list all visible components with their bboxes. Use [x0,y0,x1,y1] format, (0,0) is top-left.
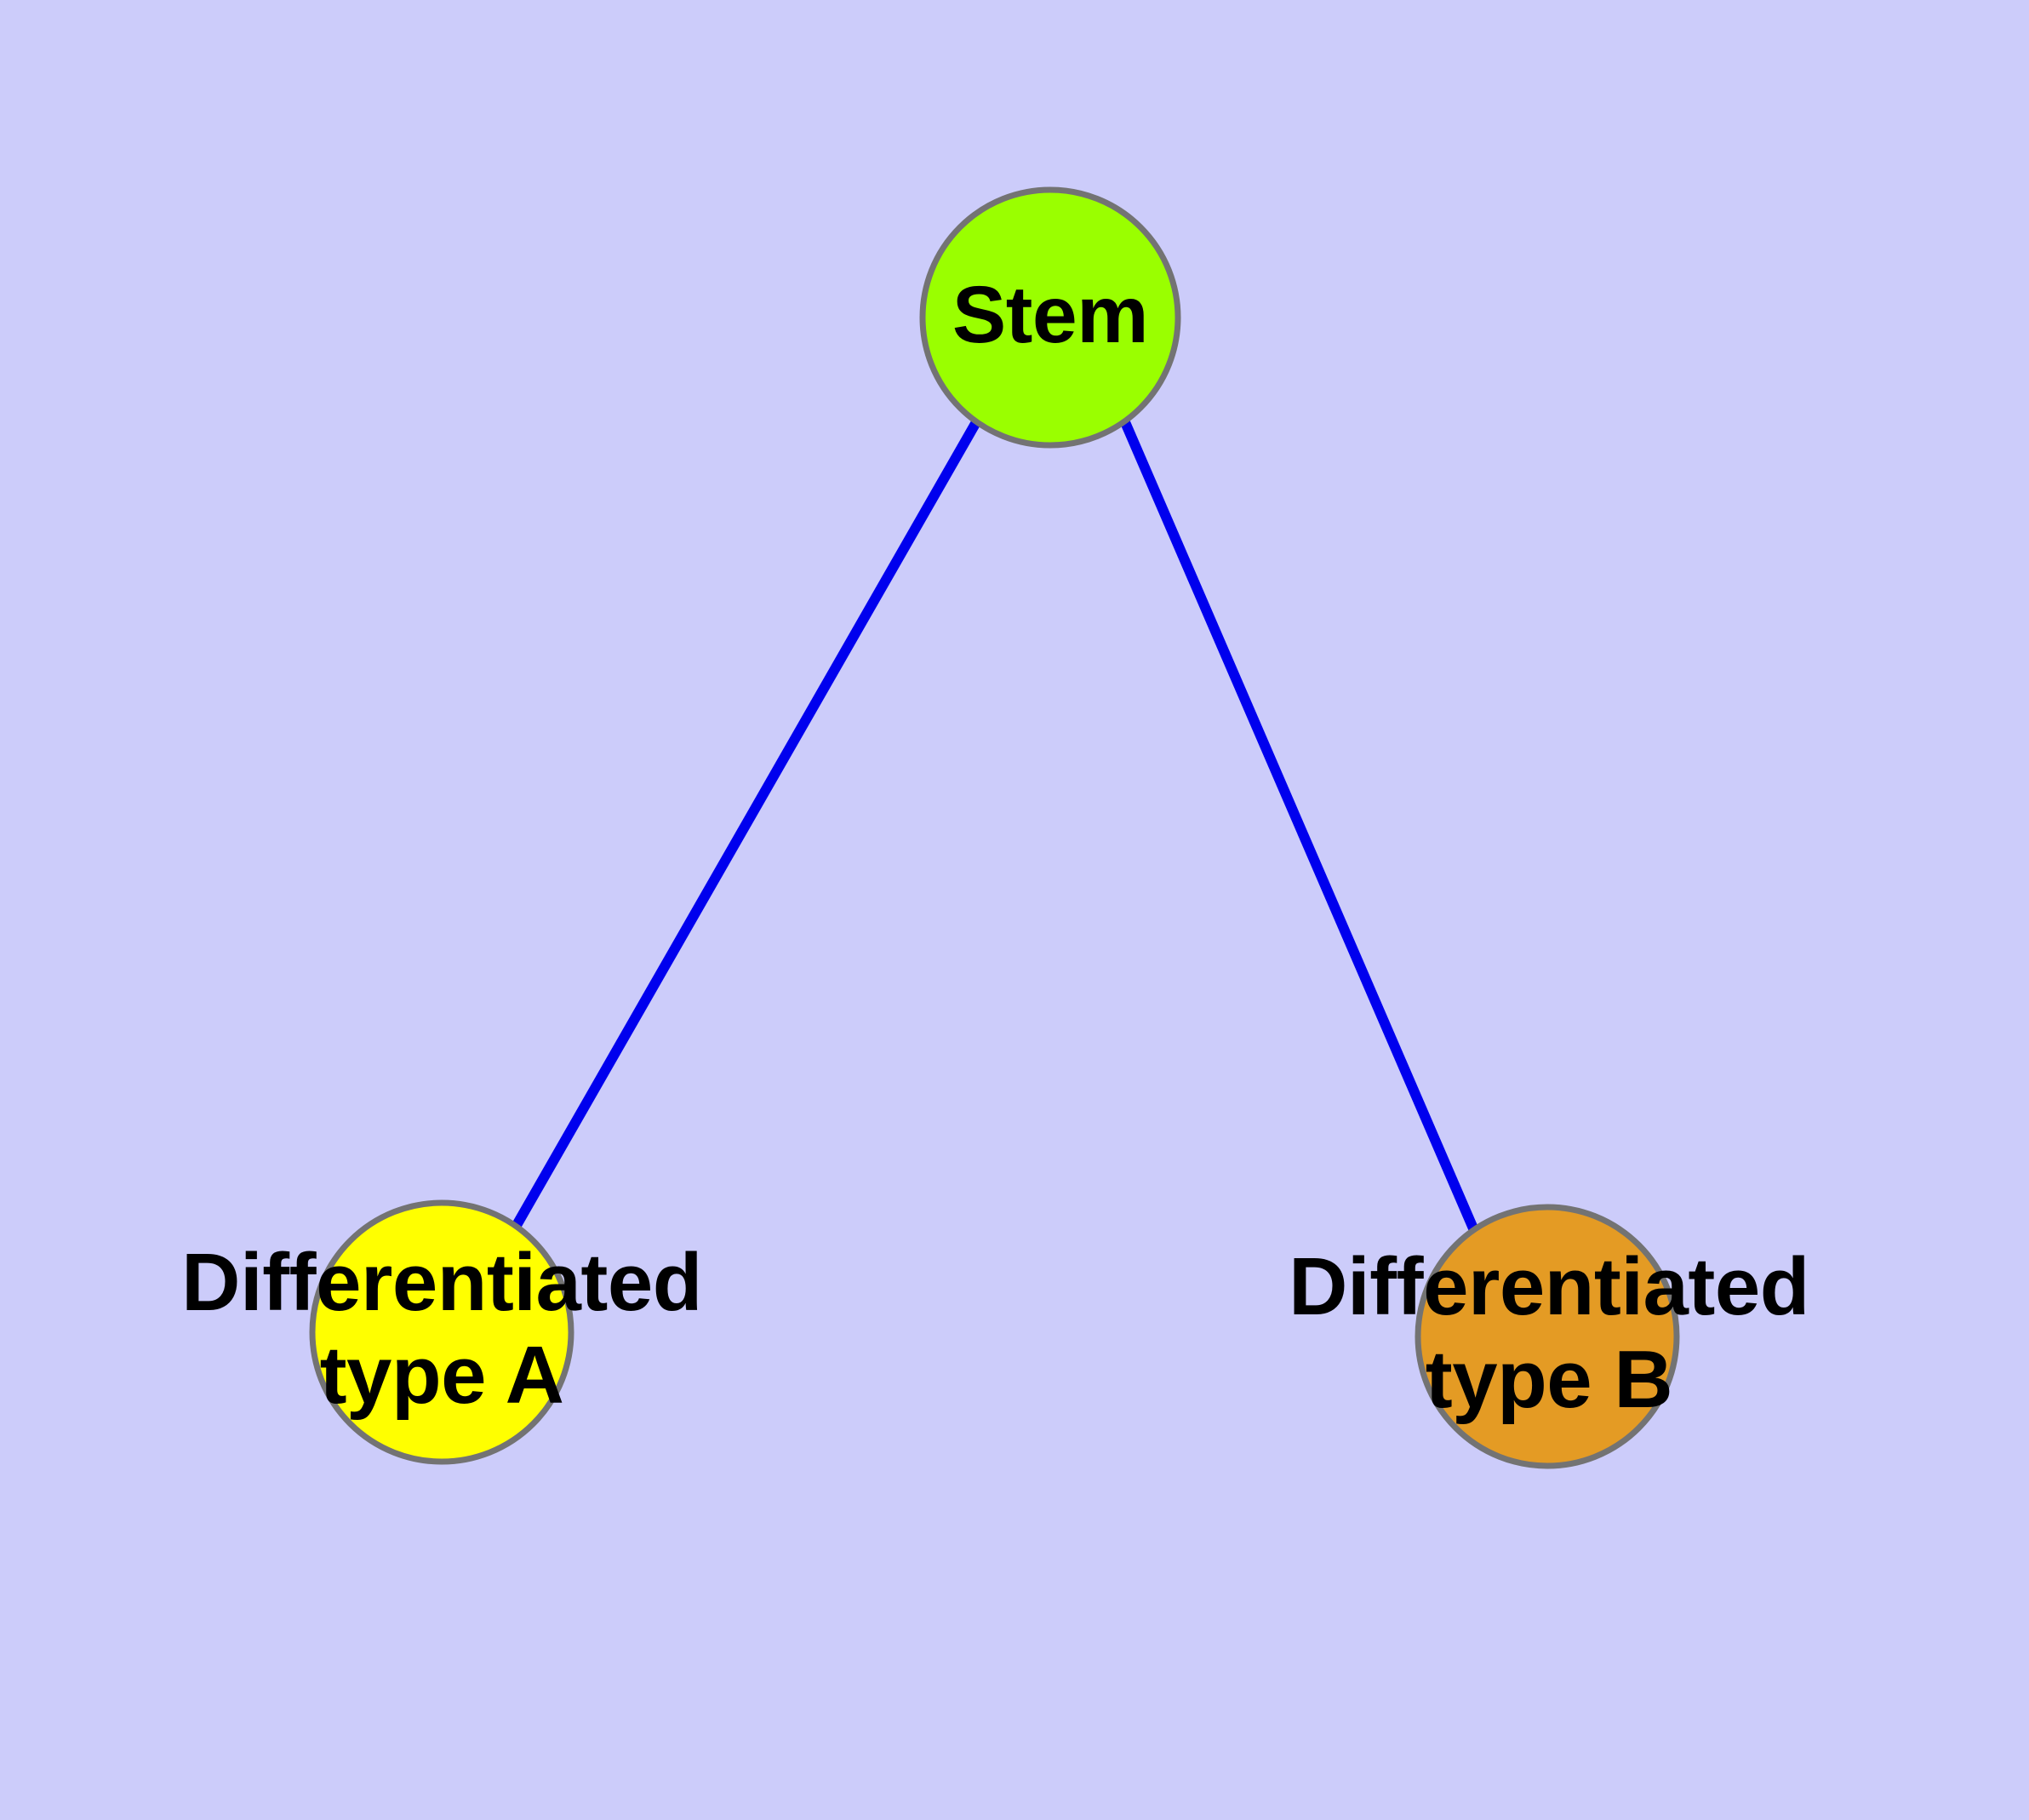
edge-stem-to-differentiated-a[interactable] [511,420,981,1229]
node-differentiated-type-b[interactable] [1415,1204,1680,1469]
node-differentiated-type-a[interactable] [309,1199,574,1465]
edge-layer [511,420,1478,1231]
node-layer [309,186,1680,1469]
edge-stem-to-differentiated-b[interactable] [1120,420,1478,1231]
node-stem[interactable] [919,186,1181,449]
